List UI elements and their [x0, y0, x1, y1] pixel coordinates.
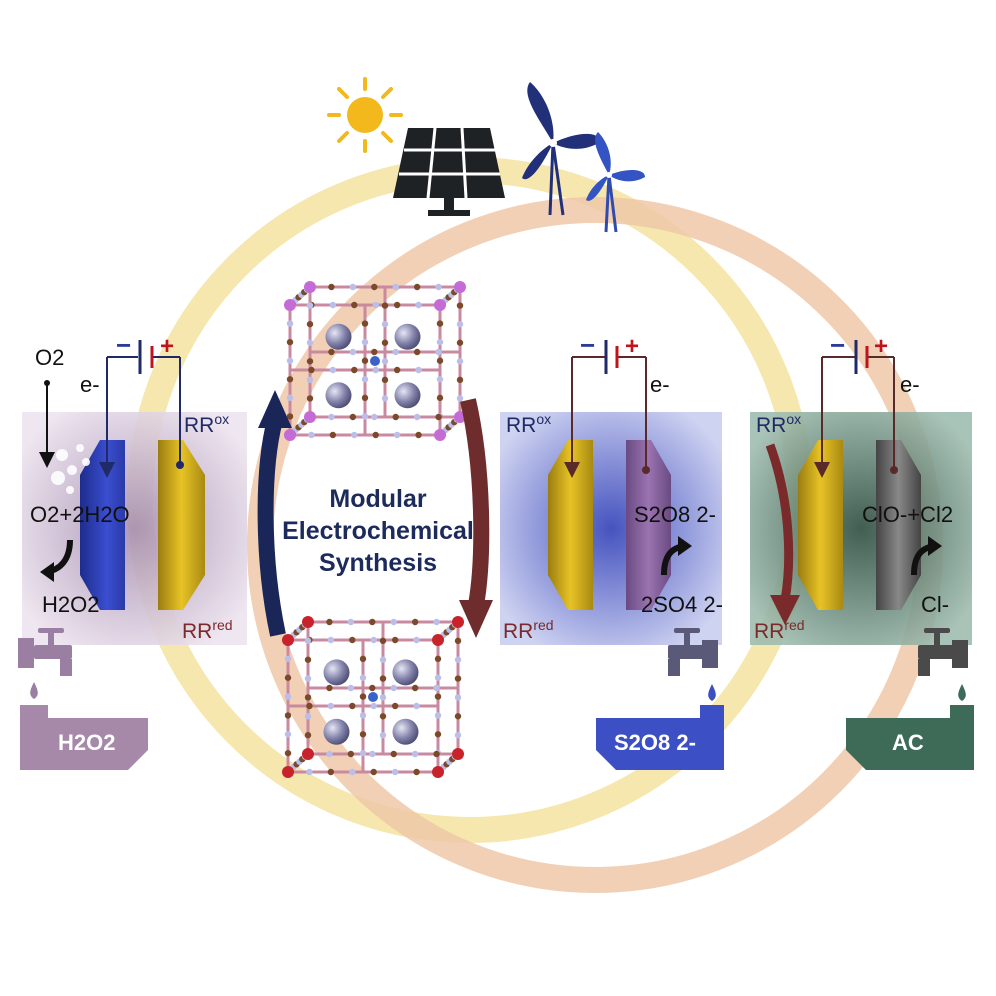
rr-red-label: RRred [182, 617, 233, 643]
faucet-icon [18, 628, 72, 676]
tank-h2o2: H2O2 [20, 705, 148, 770]
tank-ac: AC [846, 705, 974, 770]
electron-label: e- [80, 372, 100, 397]
cell-middle-box [500, 412, 722, 645]
svg-text:H2O2: H2O2 [58, 730, 115, 755]
battery-minus: − [580, 330, 595, 360]
battery-icon [604, 340, 619, 374]
faucet-icon [668, 628, 718, 676]
svg-text:S2O8 2-: S2O8 2- [614, 730, 696, 755]
solar-panel-icon [393, 127, 505, 216]
battery-minus: − [116, 330, 131, 360]
water-drop-icon [708, 684, 716, 701]
rr-ox-label: RRox [756, 411, 801, 437]
anode-electrode [798, 440, 843, 610]
cycle-arrow-up [257, 390, 292, 637]
rr-red-label: RRred [503, 617, 554, 643]
o2-bubbles [51, 444, 90, 494]
anode-electrode [548, 440, 593, 610]
battery-plus: + [874, 333, 888, 360]
crystal-structure-icon [284, 281, 466, 441]
cell-middle-persulfate: − + e- RRox S2O8 2- 2SO4 2- RRred S2O8 2… [500, 330, 724, 770]
sun-icon [327, 77, 403, 153]
downward-arrow-icon [765, 443, 794, 601]
battery-icon [854, 340, 869, 374]
product-label: Cl- [921, 592, 949, 617]
water-drop-icon [958, 684, 966, 701]
rr-ox-label: RRox [184, 411, 229, 437]
tank-persulfate: S2O8 2- [596, 705, 724, 770]
battery-minus: − [830, 330, 845, 360]
rr-red-label: RRred [754, 617, 805, 643]
rr-ox-label: RRox [506, 411, 551, 437]
cathode-electrode [876, 440, 921, 610]
faucet-icon [918, 628, 968, 676]
battery-icon [138, 340, 154, 374]
center-title-line2: Electrochemical [282, 517, 474, 545]
product-label: H2O2 [42, 592, 99, 617]
battery-plus: + [160, 333, 174, 360]
battery-plus: + [625, 333, 639, 360]
crystal-structure-icon [282, 616, 464, 778]
cycle-arrow-down [459, 398, 493, 638]
cell-left-h2o2: − + O2 e- RRox O2+2H2O H2O2 RRred H2O2 [18, 330, 247, 770]
electron-label: e- [900, 372, 920, 397]
o2-label: O2 [35, 345, 64, 370]
center-title-line3: Synthesis [319, 549, 437, 577]
center-title-line1: Modular [329, 485, 426, 513]
product-label: 2SO4 2- [641, 592, 723, 617]
cell-right-chlorine: − + e- RRox ClO-+Cl2 Cl- RRred AC [750, 330, 974, 770]
cathode-electrode [80, 440, 125, 610]
water-drop-icon [30, 682, 38, 699]
anode-electrode [158, 440, 205, 610]
wind-turbine-icon [522, 82, 645, 233]
cathode-electrode [626, 440, 671, 610]
svg-text:AC: AC [892, 730, 924, 755]
reactant-label: S2O8 2- [634, 502, 716, 527]
reactant-label: ClO-+Cl2 [862, 502, 953, 527]
reactant-label: O2+2H2O [30, 502, 130, 527]
electron-label: e- [650, 372, 670, 397]
